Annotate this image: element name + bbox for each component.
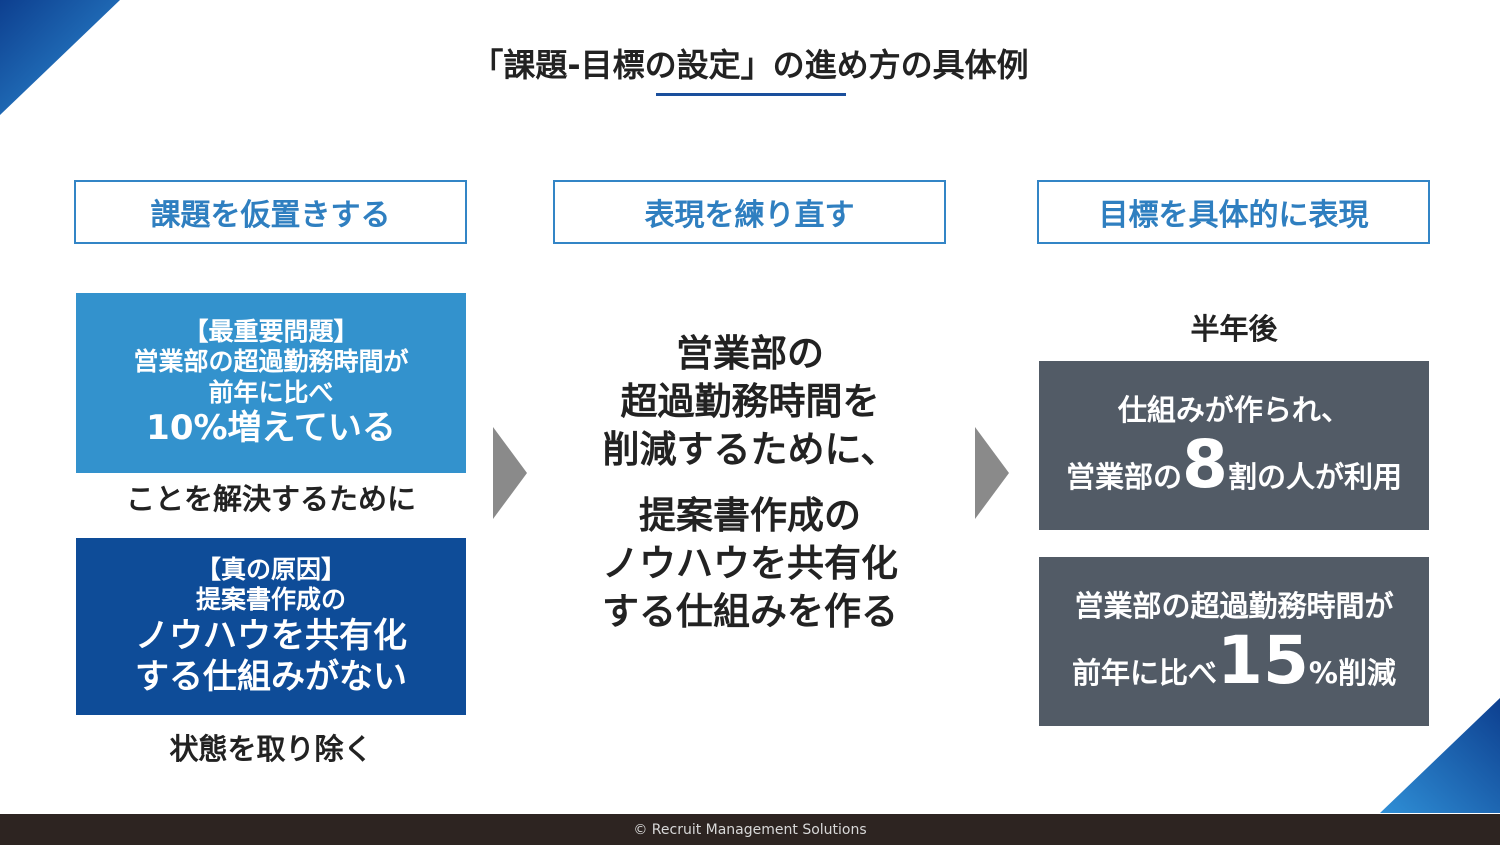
goal-text: 営業部の: [1066, 460, 1183, 495]
left-caption-2: 状態を取り除く: [169, 732, 373, 766]
column-header-concrete-goal: 目標を具体的に表現: [1037, 180, 1430, 244]
column-header-label: 表現を練り直す: [644, 198, 855, 233]
column-header-label: 課題を仮置きする: [150, 198, 391, 233]
goal-text: 割の人が利用: [1227, 460, 1402, 495]
statement-line: 営業部の: [676, 332, 824, 375]
true-cause-box: 【真の原因】 提案書作成の ノウハウを共有化 する仕組みがない: [76, 538, 466, 715]
column-header-provisional-issue: 課題を仮置きする: [74, 180, 467, 244]
statement-line: ノウハウを共有化: [602, 542, 898, 586]
chevron-right-icon: [493, 427, 527, 519]
box-highlight-text: ノウハウを共有化: [135, 615, 407, 656]
statement-line: する仕組みを作る: [602, 590, 898, 634]
copyright-text: © Recruit Management Solutions: [633, 821, 867, 838]
left-caption-1: ことを解決するために: [125, 482, 416, 516]
goal-text: 仕組みが作られ、: [1117, 392, 1351, 427]
goal-text: 前年に比べ: [1072, 656, 1218, 691]
page-title: 「課題-目標の設定」の進め方の具体例: [471, 46, 1029, 84]
box-highlight-text: する仕組みがない: [135, 657, 407, 697]
box-highlight-text: 10%増えている: [146, 408, 396, 449]
column-header-label: 目標を具体的に表現: [1098, 198, 1369, 233]
column-header-rephrase: 表現を練り直す: [553, 180, 946, 244]
corner-decoration-bottom-right: [1380, 698, 1500, 813]
box-label: 【真の原因】: [195, 554, 346, 584]
most-important-problem-box: 【最重要問題】 営業部の超過勤務時間が 前年に比べ 10%増えている: [76, 293, 466, 473]
goal-number: 8: [1182, 426, 1228, 504]
box-text: 提案書作成の: [195, 585, 346, 615]
title-underline: [656, 93, 846, 96]
goal-number: 15: [1217, 622, 1309, 700]
corner-decoration-top-left: [0, 0, 120, 115]
statement-line: 超過勤務時間を: [620, 380, 880, 424]
rephrased-statement: 営業部の 超過勤務時間を 削減するために、 提案書作成の ノウハウを共有化 する…: [560, 330, 940, 637]
statement-line: 提案書作成の: [639, 494, 861, 538]
box-text: 営業部の超過勤務時間が: [133, 347, 409, 377]
footer: © Recruit Management Solutions: [0, 814, 1500, 845]
goal-text: 営業部の超過勤務時間が: [1074, 588, 1394, 623]
goal-box-overtime-reduction: 営業部の超過勤務時間が 前年に比べ 15 %削減: [1039, 557, 1429, 726]
box-label: 【最重要問題】: [183, 316, 359, 346]
goal-text: %削減: [1308, 656, 1396, 691]
goal-box-adoption: 仕組みが作られ、 営業部の 8 割の人が利用: [1039, 361, 1429, 530]
timeframe-label: 半年後: [1190, 312, 1278, 346]
chevron-right-icon: [975, 427, 1009, 519]
box-text: 前年に比べ: [208, 377, 334, 407]
statement-line: 削減するために、: [602, 428, 898, 472]
